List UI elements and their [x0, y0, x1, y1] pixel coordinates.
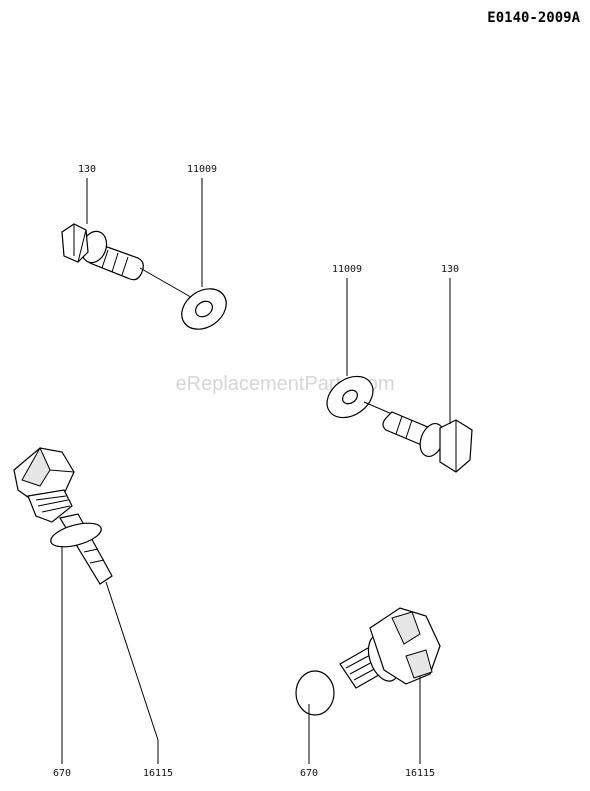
- bolt-shaft: [382, 411, 431, 447]
- callout-16115[interactable]: 16115: [405, 768, 435, 779]
- callout-11009[interactable]: 11009: [187, 164, 217, 175]
- mid-right-washer[interactable]: [319, 368, 381, 426]
- diagram-code: E0140-2009A: [487, 10, 580, 26]
- bottom-right-oring[interactable]: [295, 670, 335, 716]
- callout-670[interactable]: 670: [53, 768, 71, 779]
- callout-11009[interactable]: 11009: [332, 264, 362, 275]
- callout-130[interactable]: 130: [441, 264, 459, 275]
- bottom-left-oring[interactable]: [48, 519, 103, 552]
- bolt-head: [61, 223, 89, 263]
- callout-16115[interactable]: 16115: [143, 768, 173, 779]
- bottom-left-dipstick[interactable]: [13, 446, 113, 585]
- top-left-washer[interactable]: [174, 280, 234, 337]
- mid-right-bolt-group[interactable]: [363, 401, 473, 473]
- callout-670[interactable]: 670: [300, 768, 318, 779]
- top-left-bolt-group[interactable]: [61, 223, 197, 301]
- callout-130[interactable]: 130: [78, 164, 96, 175]
- leader-line: [105, 581, 159, 741]
- bottom-right-plug[interactable]: [339, 607, 441, 689]
